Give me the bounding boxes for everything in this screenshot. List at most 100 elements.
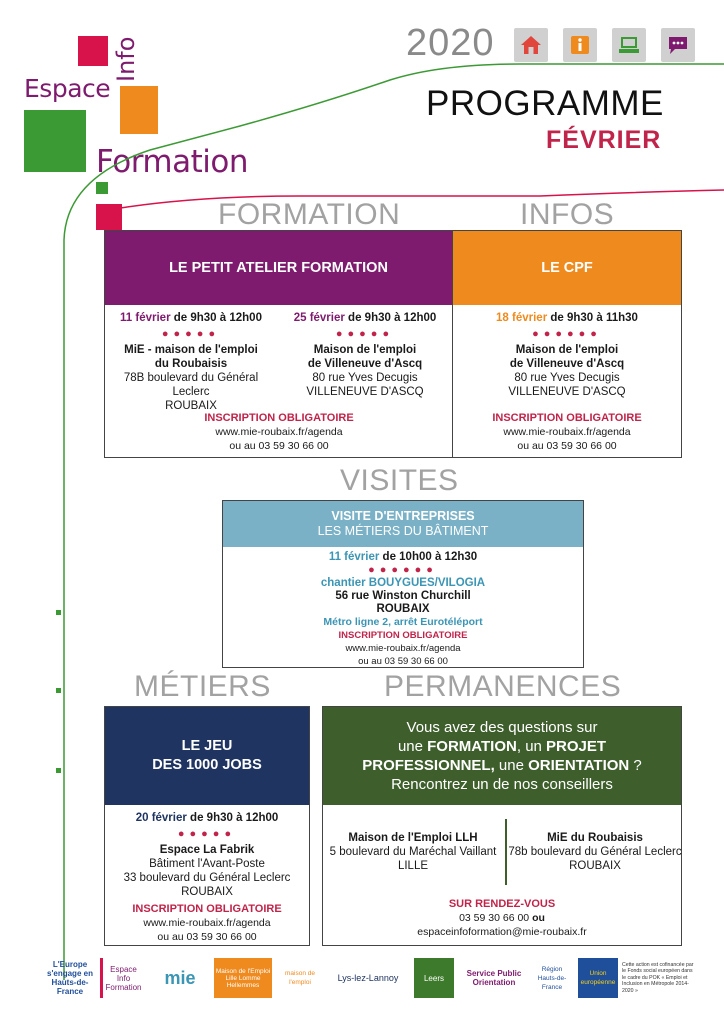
home-button[interactable] (514, 28, 548, 62)
jeu-box: LE JEU DES 1000 JOBS 20 février de 9h30 … (104, 706, 310, 946)
atelier-header: LE PETIT ATELIER FORMATION (105, 231, 452, 305)
permanences-left-address: 5 boulevard du Maréchal Vaillant (329, 846, 497, 858)
section-metiers-title: MÉTIERS (134, 670, 271, 703)
footer-logo-mie: mie (164, 967, 196, 988)
cpf-inscription: INSCRIPTION OBLIGATOIRE (492, 412, 642, 424)
chat-button[interactable] (661, 28, 695, 62)
footer-logo-maison-emploi: maison de l'emploi (285, 970, 315, 986)
jeu-place: Espace La Fabrik (159, 844, 255, 856)
visite-phone: ou au 03 59 30 66 00 (358, 656, 448, 667)
dots-divider: ●●●●●● (368, 564, 438, 576)
cpf-date: 18 février (496, 312, 548, 324)
computer-button[interactable] (612, 28, 646, 62)
jeu-city: ROUBAIX (181, 886, 233, 898)
cpf-place-1: Maison de l'emploi (515, 344, 619, 356)
section-infos-title: INFOS (520, 198, 615, 231)
logo-square-green (24, 110, 86, 172)
margin-square-3 (56, 768, 61, 773)
atelier-left-address: 78B boulevard du Général Leclerc (123, 372, 259, 398)
computer-icon (619, 37, 639, 53)
visite-metro: Métro ligne 2, arrêt Eurotéléport (323, 616, 483, 628)
permanences-left-city: LILLE (397, 860, 429, 872)
visite-web-link[interactable]: www.mie-roubaix.fr/agenda (345, 643, 461, 654)
atelier-left-place-1: MiE - maison de l'emploi (124, 344, 258, 356)
atelier-right-date: 25 février (293, 312, 345, 324)
footer-logo-espace-info: Espace Info Formation (100, 958, 144, 998)
visite-site: chantier BOUYGUES/VILOGIA (320, 577, 486, 589)
info-icon (571, 36, 589, 54)
dots-divider: ●●●●● (335, 328, 395, 340)
section-formation-title: FORMATION (218, 198, 401, 231)
logo-square-red-top (78, 36, 108, 66)
atelier-phone: ou au 03 59 30 66 00 (229, 440, 329, 452)
visite-title: VISITE D'ENTREPRISES (331, 509, 475, 523)
footer-logo-europe: L'Europe s'engage en Hauts-de-France (47, 960, 93, 996)
jeu-title-2: DES 1000 JOBS (152, 757, 262, 773)
jeu-building: Bâtiment l'Avant-Poste (149, 858, 265, 870)
visite-header: VISITE D'ENTREPRISES LES MÉTIERS DU BÂTI… (223, 501, 583, 547)
visite-city: ROUBAIX (376, 603, 430, 615)
permanences-right-city: ROUBAIX (569, 860, 621, 872)
atelier-web-link[interactable]: www.mie-roubaix.fr/agenda (215, 426, 343, 438)
permanences-line-4: Rencontrez un de nos conseillers (391, 776, 613, 793)
atelier-left-col: 11 février de 9h30 à 12h00 ●●●●● MiE - m… (105, 311, 277, 413)
margin-square-2 (56, 688, 61, 693)
permanences-right-address: 78b boulevard du Général Leclerc (508, 846, 682, 858)
dots-divider: ●●●●●● (532, 328, 602, 340)
permanences-line-1: Vous avez des questions sur (406, 719, 598, 736)
jeu-col: 20 février de 9h30 à 12h00 ●●●●● Espace … (105, 811, 309, 944)
visite-time: de 10h00 à 12h30 (379, 551, 478, 563)
page-month: FÉVRIER (546, 126, 662, 154)
permanences-left-col: Maison de l'Emploi LLH 5 boulevard du Ma… (323, 831, 503, 873)
permanences-box: Vous avez des questions sur une FORMATIO… (322, 706, 682, 946)
atelier-left-date: 11 février (120, 312, 171, 324)
cpf-city: VILLENEUVE D'ASCQ (508, 386, 626, 398)
cpf-inscription-block: INSCRIPTION OBLIGATOIRE www.mie-roubaix.… (453, 411, 681, 453)
permanences-rdv: SUR RENDEZ-VOUS (448, 898, 556, 910)
permanences-divider (505, 819, 507, 885)
logo-square-red-small (96, 204, 122, 230)
logo-square-green-small (96, 182, 108, 194)
permanences-line-3: PROFESSIONNEL, une ORIENTATION ? (362, 757, 642, 774)
cpf-header: LE CPF (453, 231, 681, 305)
atelier-left-time: de 9h30 à 12h00 (170, 312, 262, 324)
jeu-title-1: LE JEU (181, 738, 233, 754)
atelier-left-place-2: du Roubaisis (154, 358, 228, 370)
jeu-time: de 9h30 à 12h00 (186, 812, 279, 824)
atelier-right-place-1: Maison de l'emploi (313, 344, 417, 356)
footer-logo-leers: Leers (414, 958, 454, 998)
cpf-col: 18 février de 9h30 à 11h30 ●●●●●● Maison… (453, 311, 681, 399)
jeu-web-link[interactable]: www.mie-roubaix.fr/agenda (143, 917, 271, 929)
cpf-time: de 9h30 à 11h30 (547, 312, 638, 324)
permanences-phone: 03 59 30 66 00 ou (459, 912, 545, 924)
section-permanences-title: PERMANENCES (384, 670, 622, 703)
atelier-right-col: 25 février de 9h30 à 12h00 ●●●●● Maison … (277, 311, 453, 399)
logo-espace-text: Espace (24, 74, 111, 103)
dots-divider: ●●●●● (161, 328, 221, 340)
footer-logo-eu: Union européenne (578, 958, 618, 998)
atelier-left-city: ROUBAIX (165, 400, 217, 412)
jeu-date: 20 février (135, 812, 187, 824)
visite-col: 11 février de 10h00 à 12h30 ●●●●●● chant… (223, 551, 583, 668)
cpf-place-2: de Villeneuve d'Ascq (509, 358, 625, 370)
jeu-header: LE JEU DES 1000 JOBS (105, 707, 309, 805)
footer-logo-service-public: Service Public Orientation (466, 969, 522, 987)
atelier-box: LE PETIT ATELIER FORMATION 11 février de… (104, 230, 452, 458)
page-title: PROGRAMME (426, 84, 664, 123)
atelier-right-city: VILLENEUVE D'ASCQ (306, 386, 424, 398)
footer-eu-text: Cette action est cofinancée par le Fonds… (622, 962, 694, 994)
permanences-header: Vous avez des questions sur une FORMATIO… (323, 707, 681, 805)
footer-logo-region: Région Hauts-de-France (537, 965, 567, 991)
cpf-web-link[interactable]: www.mie-roubaix.fr/agenda (503, 426, 631, 438)
jeu-phone: ou au 03 59 30 66 00 (157, 931, 257, 943)
info-button[interactable] (563, 28, 597, 62)
permanences-email-link[interactable]: espaceinfoformation@mie-roubaix.fr (417, 926, 587, 938)
cpf-box: LE CPF 18 février de 9h30 à 11h30 ●●●●●●… (452, 230, 682, 458)
atelier-right-address: 80 rue Yves Decugis (312, 372, 418, 384)
visite-address: 56 rue Winston Churchill (335, 590, 471, 602)
permanences-right-place: MiE du Roubaisis (547, 832, 643, 844)
footer-logo-mde-llh: Maison de l'Emploi Lille Lomme Hellemmes (214, 958, 272, 998)
home-icon (521, 36, 541, 54)
cpf-address: 80 rue Yves Decugis (514, 372, 620, 384)
dots-divider: ●●●●● (177, 828, 237, 840)
